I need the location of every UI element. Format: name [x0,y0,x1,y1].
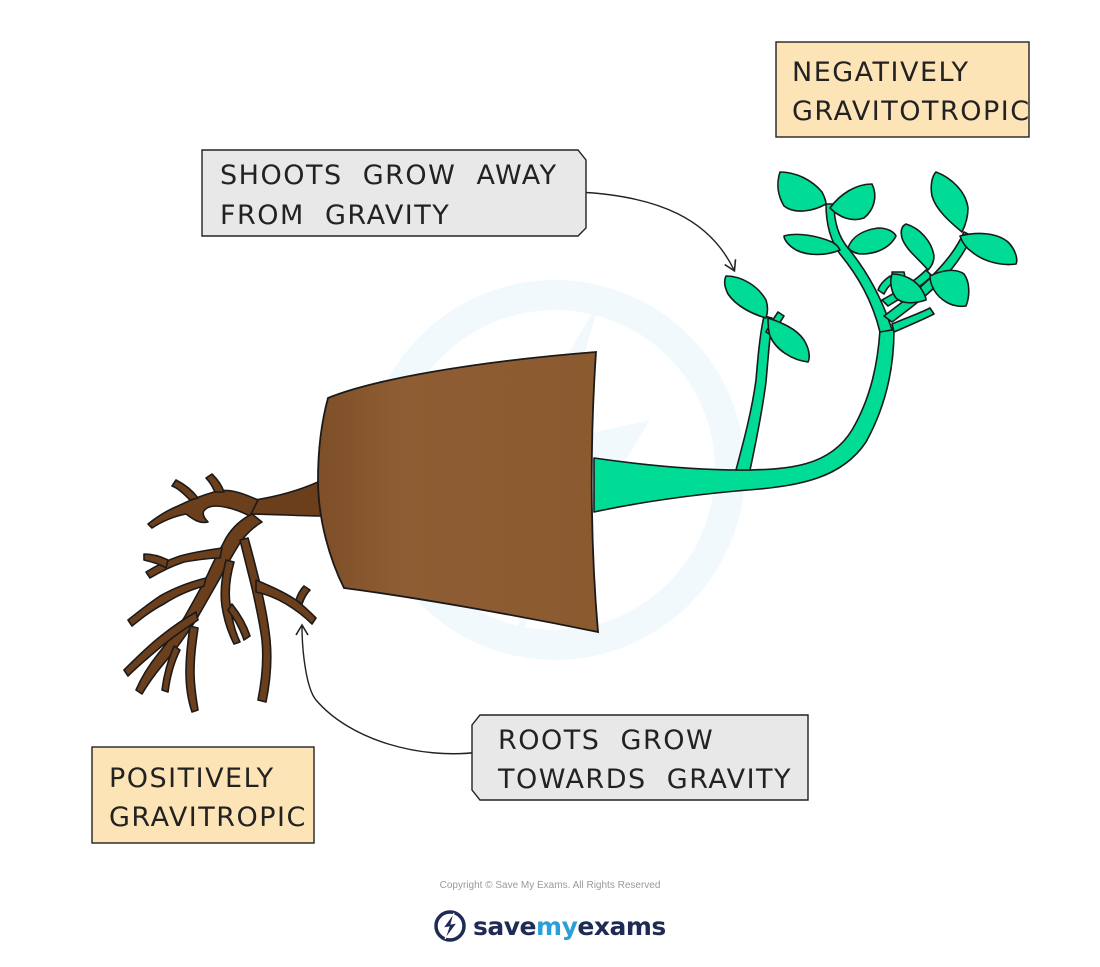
positively-gravitropic-label: POSITIVELY GRAVITROPIC [91,746,315,844]
plant-pot [317,351,600,634]
logo-wordmark: savemyexams [473,912,666,941]
roots-line1: ROOTS GROW [498,725,714,756]
leaf [959,232,1018,266]
leaves [723,171,1018,363]
copyright-text: Copyright © Save My Exams. All Rights Re… [439,880,661,891]
save-my-exams-logo: savemyexams [433,906,666,946]
roots-line2: TOWARDS GRAVITY [497,764,792,795]
logo-my: my [536,911,578,941]
leaf [929,269,970,308]
negatively-gravitotropic-label: NEGATIVELY GRAVITOTROPIC [775,41,1031,138]
leaf [847,227,897,255]
logo-save: save [473,911,537,941]
leaf [777,171,827,212]
roots-grow-towards-tag: ROOTS GROW TOWARDS GRAVITY [471,714,809,801]
roots-arrow [295,623,481,755]
positively-line2: GRAVITROPIC [109,802,307,833]
lightning-bolt-icon [434,910,466,942]
leaf [783,233,841,256]
leaf [900,223,935,271]
leaf [767,317,810,363]
leaf [930,171,969,233]
logo-exams: exams [577,911,666,941]
negatively-line2: GRAVITOTROPIC [792,96,1031,127]
shoots-grow-away-tag: SHOOTS GROW AWAY FROM GRAVITY [201,149,587,237]
positively-line1: POSITIVELY [109,763,275,794]
negatively-line1: NEGATIVELY [792,57,970,88]
leaf [890,273,927,304]
shoots-arrow [577,191,737,273]
roots [123,473,323,713]
leaf [723,275,769,319]
shoots-line2: FROM GRAVITY [220,200,450,231]
shoots-line1: SHOOTS GROW AWAY [220,160,558,191]
leaf [829,183,876,221]
